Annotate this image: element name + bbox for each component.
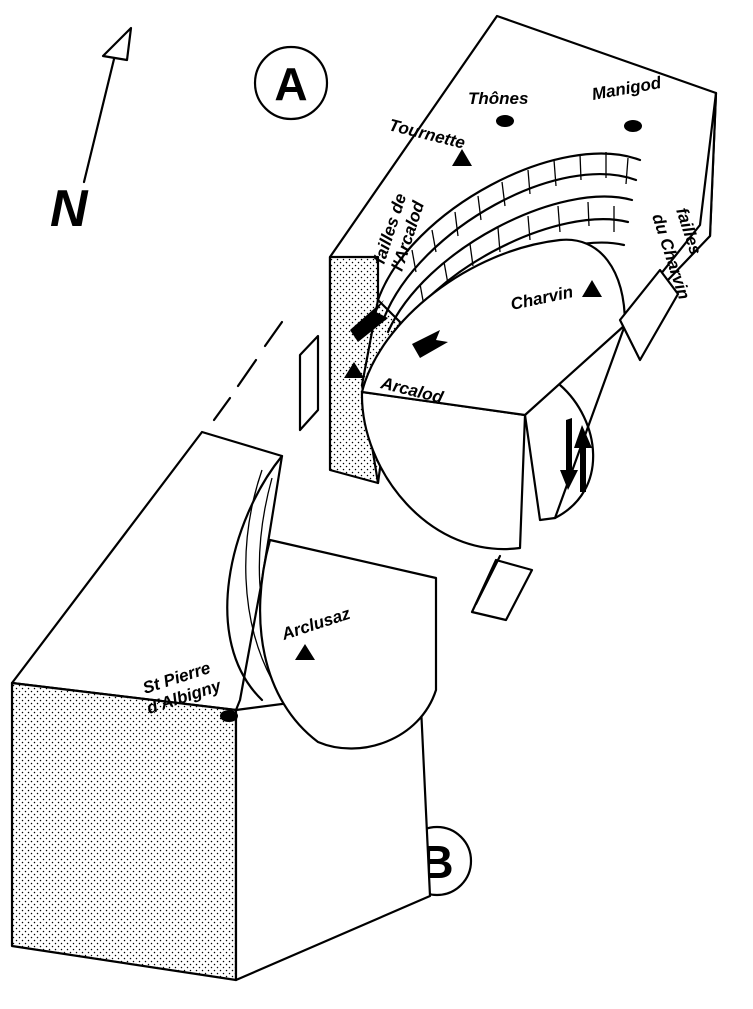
slab-east <box>618 268 680 362</box>
block-a-right-face <box>523 91 718 522</box>
north-label: N <box>50 180 89 238</box>
label-thones: Thônes <box>468 89 528 108</box>
block-a-anticline-lobe <box>360 390 527 551</box>
summit-charvin <box>582 280 602 297</box>
arcalod-fault-arrow-up <box>350 300 388 342</box>
lobe-curve <box>553 383 595 520</box>
town-manigod <box>624 120 642 132</box>
arcalod-fault-arrow-down <box>412 330 448 358</box>
block-b-top-face <box>10 430 284 712</box>
slab-south <box>470 558 534 622</box>
charvin-fault-arrow-2 <box>574 425 592 492</box>
block-b-fold-line-1 <box>245 469 273 681</box>
fault-slabs <box>298 268 680 622</box>
slab-west <box>298 334 320 432</box>
charvin-fault-arrow-1 <box>560 418 578 490</box>
dashed-trace <box>212 320 284 422</box>
summit-arclusaz <box>295 644 315 660</box>
block-a-letter: A <box>274 58 307 110</box>
town-thones <box>496 115 514 127</box>
summit-tournette <box>452 149 472 166</box>
town-st-pierre <box>220 710 238 722</box>
summit-arcalod <box>344 362 364 378</box>
north-arrow: N <box>50 26 133 238</box>
fold-arc-3 <box>386 195 634 334</box>
block-a: Thônes Manigod Tournette Charvin Arcalod… <box>328 14 718 551</box>
fold-arc-outer <box>376 152 642 302</box>
block-b-anticline-lobe <box>259 538 438 750</box>
fold-arc-2 <box>382 173 638 320</box>
block-b-front-face <box>10 681 238 982</box>
block-a-lobe-top <box>360 238 627 417</box>
block-b: Arclusaz St Pierre d'Albigny <box>10 430 438 982</box>
block-a-marker: A <box>253 45 329 121</box>
block-b-fold-outer <box>226 454 284 702</box>
